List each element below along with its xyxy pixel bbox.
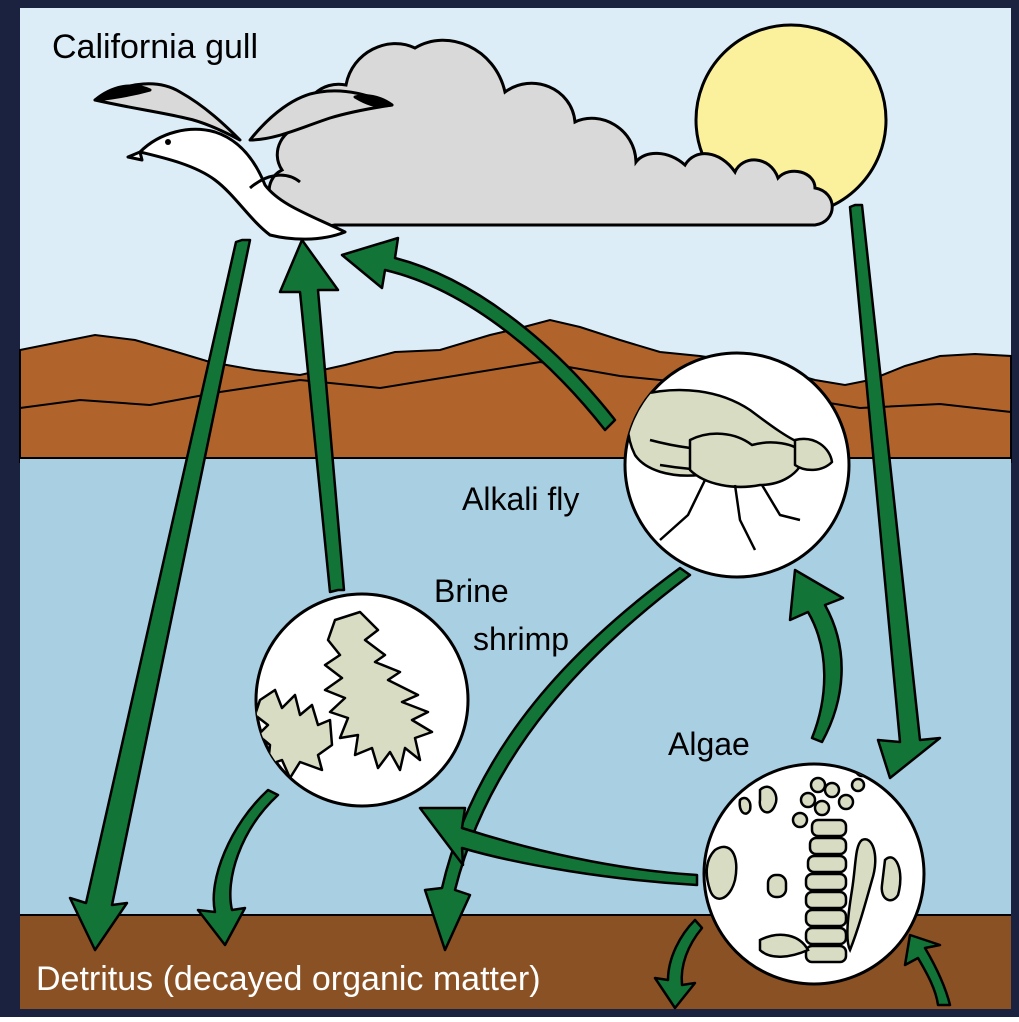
label-algae: Algae bbox=[668, 726, 750, 762]
label-alkali-fly: Alkali fly bbox=[462, 481, 579, 517]
alkali-fly-icon bbox=[625, 353, 849, 577]
label-brine-shrimp-line1: Brine bbox=[434, 573, 509, 609]
label-brine-shrimp-line2: shrimp bbox=[473, 621, 569, 657]
algae-icon bbox=[704, 764, 924, 984]
brine-shrimp-icon bbox=[255, 594, 468, 806]
label-detritus: Detritus (decayed organic matter) bbox=[36, 960, 541, 998]
label-california-gull: California gull bbox=[52, 28, 258, 66]
